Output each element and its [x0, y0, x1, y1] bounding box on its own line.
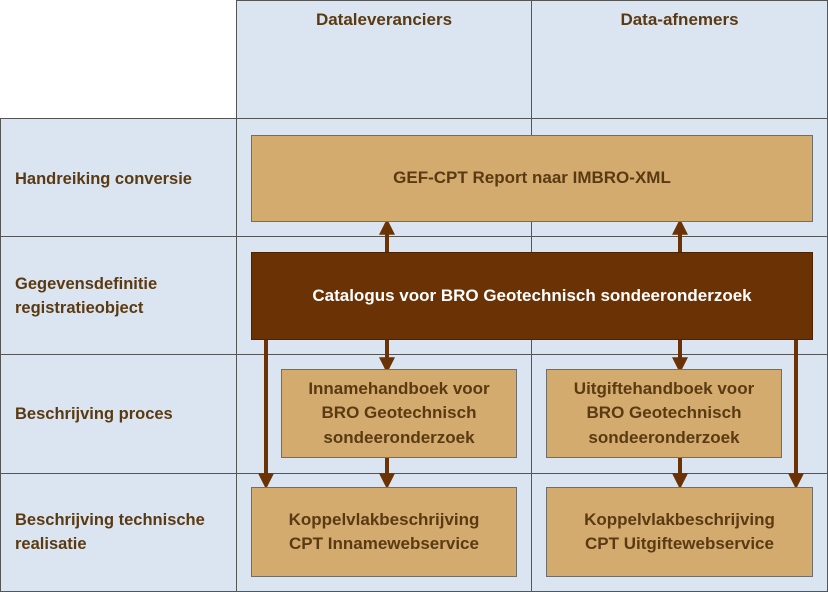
- gef-cpt-report-box: GEF-CPT Report naar IMBRO-XML: [251, 135, 813, 222]
- koppelvlak-uitgifte-box: Koppelvlakbeschrijving CPT Uitgiftewebse…: [546, 487, 813, 577]
- box-label: sondeeronderzoek: [323, 427, 475, 447]
- box-label: Koppelvlakbeschrijving: [288, 509, 480, 529]
- row-label-beschrijving-proces: Beschrijving proces: [15, 402, 173, 426]
- column-header-data-afnemers: Data-afnemers: [620, 10, 739, 29]
- row-label-beschrijving-technische-realisatie: Beschrijving technische realisatie: [15, 508, 205, 556]
- row-label-text: realisatie: [15, 535, 87, 553]
- box-label: Koppelvlakbeschrijving: [584, 509, 775, 529]
- box-label: GEF-CPT Report naar IMBRO-XML: [393, 168, 671, 188]
- box-label: BRO Geotechnisch: [586, 403, 742, 423]
- row-label-text: Beschrijving technische: [15, 511, 205, 529]
- row-label-text: registratieobject: [15, 299, 144, 317]
- row-cell-label-4: [0, 473, 237, 592]
- row-cell-label-2: [0, 236, 237, 355]
- row-label-text: Beschrijving proces: [15, 405, 173, 423]
- box-label: Catalogus voor BRO Geotechnisch sondeero…: [312, 285, 752, 305]
- innamehandboek-box: Innamehandboek voor BRO Geotechnisch son…: [281, 369, 517, 458]
- box-label: Uitgiftehandboek voor: [573, 378, 755, 398]
- box-label: CPT Uitgiftewebservice: [585, 534, 774, 553]
- row-label-gegevensdefinitie: Gegevensdefinitie registratieobject: [15, 272, 157, 320]
- row-label-text: Gegevensdefinitie: [15, 275, 158, 293]
- box-label: Innamehandboek voor: [308, 378, 490, 398]
- catalogus-box: Catalogus voor BRO Geotechnisch sondeero…: [251, 252, 813, 340]
- box-label: sondeeronderzoek: [588, 427, 740, 447]
- box-label: BRO Geotechnisch: [321, 403, 477, 423]
- row-label-handreiking-conversie: Handreiking conversie: [15, 167, 192, 191]
- header-cell-data-afnemers: [531, 0, 828, 119]
- uitgiftehandboek-box: Uitgiftehandboek voor BRO Geotechnisch s…: [546, 369, 782, 458]
- box-label: CPT Innamewebservice: [289, 534, 479, 553]
- header-cell-dataleveranciers: [236, 0, 532, 119]
- koppelvlak-inname-box: Koppelvlakbeschrijving CPT Innamewebserv…: [251, 487, 517, 577]
- row-cell-label-3: [0, 354, 237, 474]
- column-header-dataleveranciers: Dataleveranciers: [315, 10, 453, 29]
- row-label-text: Handreiking conversie: [15, 170, 192, 188]
